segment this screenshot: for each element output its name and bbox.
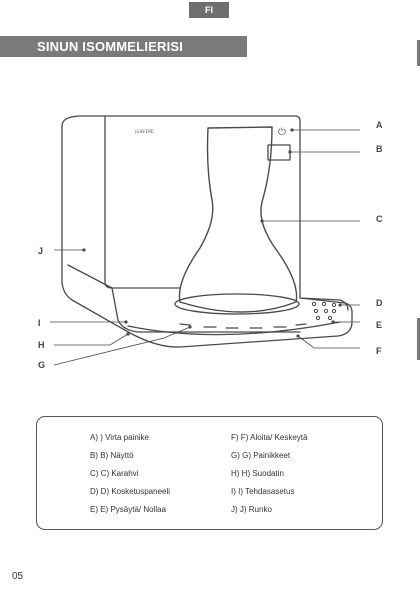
power-icon: ⏻ bbox=[278, 127, 286, 138]
callout-b: B bbox=[376, 144, 383, 154]
legend-item: E) E) Pysäytä/ Nollaa bbox=[90, 505, 167, 514]
front-buttons bbox=[179, 323, 307, 329]
base-top-edge bbox=[299, 297, 349, 311]
legend-column-right: F) F) Aloita/ Keskeytä G) G) Painikkeet … bbox=[231, 433, 307, 515]
brand-logo: iSAVINE bbox=[135, 130, 154, 135]
callout-h: H bbox=[38, 340, 45, 350]
parts-legend: A) ) Virta painike B) B) Näyttö C) C) Ka… bbox=[36, 416, 383, 530]
legend-item: B) B) Näyttö bbox=[90, 451, 134, 460]
language-tab: FI bbox=[189, 2, 229, 18]
device-base bbox=[111, 287, 301, 333]
body-edge-line bbox=[67, 264, 113, 289]
legend-item: J) J) Runko bbox=[231, 505, 272, 514]
legend-item: H) H) Suodatin bbox=[231, 469, 284, 478]
callout-i: I bbox=[38, 318, 41, 328]
callout-c: C bbox=[376, 214, 383, 224]
device-front-panel bbox=[104, 115, 181, 289]
callout-g: G bbox=[38, 360, 46, 370]
callout-a: A bbox=[376, 120, 383, 130]
touch-panel-dots bbox=[311, 301, 337, 321]
device-diagram: iSAVINE ⏻ bbox=[50, 115, 360, 366]
leader-line-f bbox=[297, 335, 360, 349]
callout-f: F bbox=[376, 346, 382, 356]
legend-item: D) D) Kosketuspaneeli bbox=[90, 487, 171, 496]
legend-item: G) G) Painikkeet bbox=[231, 451, 291, 460]
page-edge-marker-top bbox=[417, 40, 420, 66]
device-body bbox=[61, 115, 353, 348]
legend-column-left: A) ) Virta painike B) B) Näyttö C) C) Ka… bbox=[90, 433, 170, 515]
callout-e: E bbox=[376, 320, 383, 330]
legend-item: I) I) Tehdasasetus bbox=[231, 487, 295, 496]
legend-item: F) F) Aloita/ Keskeytä bbox=[231, 433, 308, 442]
leader-line-g bbox=[53, 326, 191, 366]
legend-item: A) ) Virta painike bbox=[90, 433, 149, 442]
callout-j: J bbox=[38, 246, 44, 256]
callout-d: D bbox=[376, 298, 383, 308]
page-number: 05 bbox=[12, 571, 24, 582]
carafe-platform bbox=[174, 293, 300, 315]
leader-line-h bbox=[54, 333, 129, 346]
page-edge-marker-bottom bbox=[417, 332, 420, 360]
legend-item: C) C) Karahvi bbox=[90, 469, 139, 478]
page-edge-marker-middle bbox=[417, 318, 420, 336]
base-front-curve bbox=[127, 321, 341, 336]
section-title: SINUN ISOMMELIERISI bbox=[0, 36, 247, 57]
carafe bbox=[178, 126, 298, 313]
